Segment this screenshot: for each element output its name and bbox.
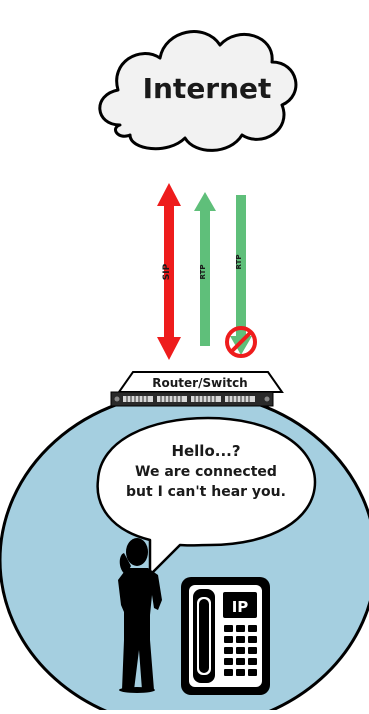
router-switch: Router/Switch	[111, 372, 282, 406]
speech-line-3: but I can't hear you.	[126, 484, 286, 500]
rtp-up-label: RTP	[199, 265, 207, 280]
speech-line-2: We are connected	[135, 464, 277, 480]
rtp-down-label: RTP	[235, 255, 243, 270]
router-label: Router/Switch	[152, 376, 247, 390]
ip-phone-icon: IP	[181, 577, 270, 695]
rtp-up-arrow: RTP	[194, 192, 216, 346]
sip-label: SIP	[162, 263, 172, 280]
sip-arrow: SIP	[157, 183, 181, 360]
speech-line-1: Hello...?	[171, 442, 240, 460]
internet-label: Internet	[143, 72, 272, 105]
ip-phone-label: IP	[232, 598, 249, 616]
internet-cloud: Internet	[100, 32, 296, 151]
